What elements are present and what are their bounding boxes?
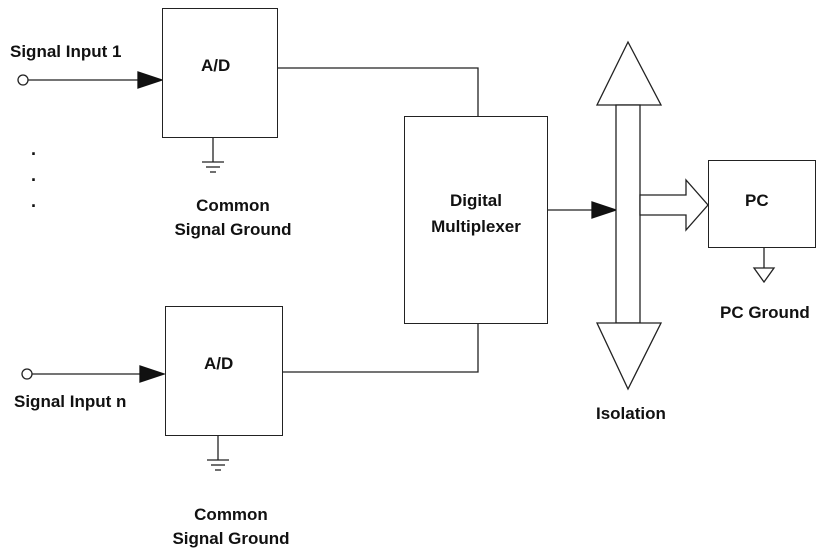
multiplexer-label-line1: Digital [450,191,502,210]
ellipsis-dot-3: . [31,191,37,211]
ellipsis-dot-2: . [31,165,37,185]
isolation-arrow-up [595,40,663,106]
input-terminal-1 [17,74,29,86]
digital-multiplexer: Digital Multiplexer [404,116,548,324]
ad-converter-top-label: A/D [201,56,231,75]
pc-label: PC [745,191,769,210]
common-ground-bottom-line2: Signal Ground [172,529,290,548]
mux-to-bus-arrow [591,201,619,219]
ad-bottom-to-mux-wire [283,324,479,373]
isolation-label: Isolation [596,404,666,423]
ad-converter-bottom: A/D [165,306,283,436]
input-arrow-1 [137,71,165,89]
bus-to-pc-arrow [639,178,709,232]
signal-input-n-label: Signal Input n [14,392,127,411]
ad-top-to-mux-wire [278,67,479,116]
isolation-bus-shaft [615,104,641,324]
input-terminal-n [21,368,33,380]
signal-input-1-label: Signal Input 1 [10,42,122,61]
ad-converter-bottom-label: A/D [204,354,234,373]
input-arrow-n [139,365,167,383]
pc-ground-symbol [752,267,776,284]
common-ground-top-line2: Signal Ground [174,220,292,239]
common-ground-top-line1: Common [196,196,270,215]
pc-box: PC [708,160,816,248]
isolation-arrow-down [595,322,663,391]
ad-converter-top: A/D [162,8,278,138]
pc-ground-label: PC Ground [720,303,810,322]
multiplexer-label-line2: Multiplexer [431,217,521,236]
common-ground-bottom-line1: Common [194,505,268,524]
ellipsis-dot-1: . [31,139,37,159]
